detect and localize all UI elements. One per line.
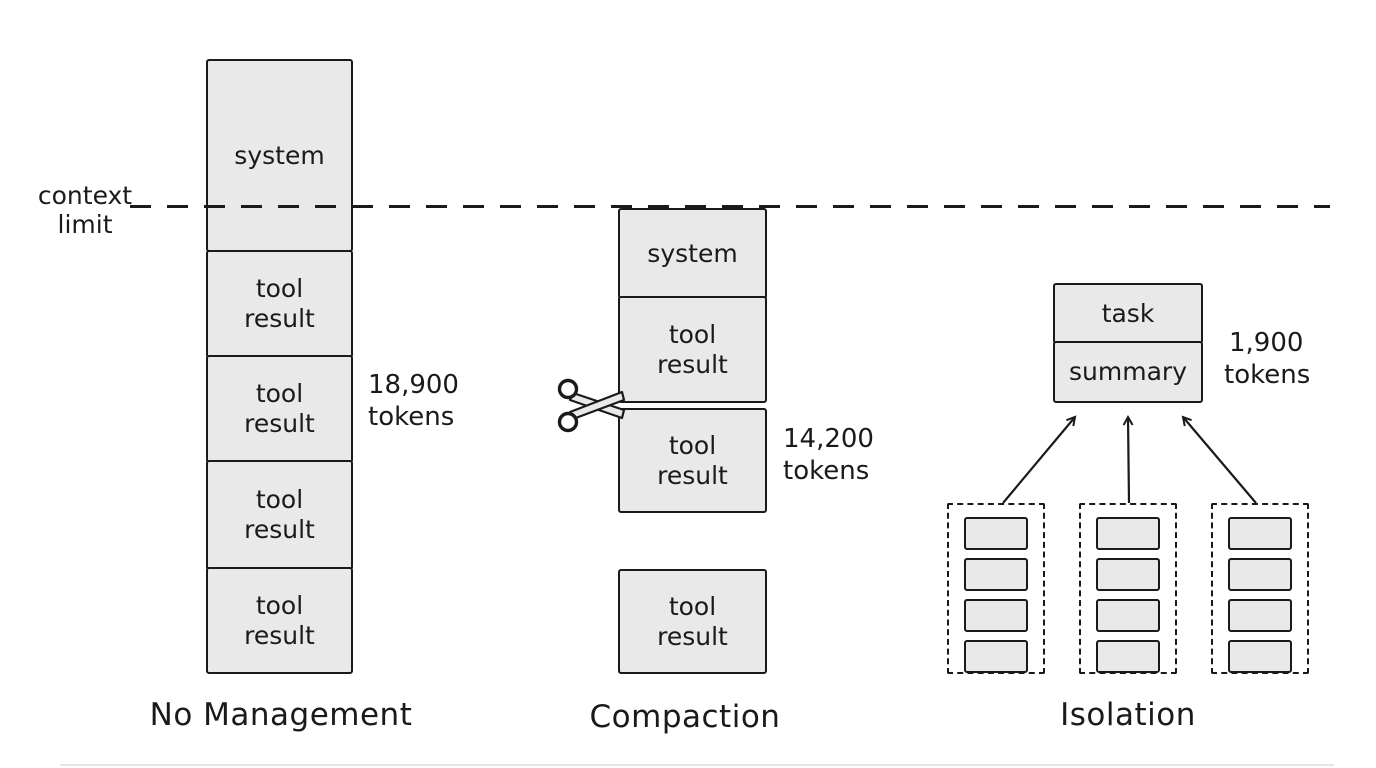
- compaction-label: Compaction: [589, 699, 781, 735]
- box-label: task: [1101, 298, 1155, 328]
- no-management-token-count: 18,900 tokens: [368, 369, 459, 433]
- context-block: [964, 517, 1028, 550]
- box-label: system: [647, 238, 738, 268]
- box-label: tool result: [657, 591, 728, 651]
- context-block: [1228, 517, 1292, 550]
- context-limit-line: [130, 205, 1330, 208]
- token-value: 14,200: [783, 424, 874, 454]
- token-value: 18,900: [368, 370, 459, 400]
- context-block: [1096, 640, 1160, 673]
- context-limit-label-line2: limit: [57, 210, 113, 239]
- token-unit: tokens: [783, 456, 870, 486]
- box-label: tool result: [244, 274, 315, 333]
- box-label: tool result: [244, 379, 315, 438]
- context-block: [1096, 558, 1160, 591]
- box-label: system: [234, 140, 325, 170]
- token-unit: tokens: [1224, 360, 1311, 390]
- subagent-context-3: [1211, 503, 1309, 674]
- isolation-summary-box: summary: [1053, 341, 1203, 403]
- no-management-tool-result-box-2: tool result: [206, 355, 353, 463]
- isolation-token-count: 1,900 tokens: [1224, 327, 1310, 391]
- box-label: tool result: [657, 430, 728, 490]
- no-management-tool-result-box-1: tool result: [206, 250, 353, 358]
- scissors-icon: [557, 378, 626, 433]
- box-label: tool result: [244, 485, 315, 544]
- box-label: summary: [1069, 357, 1187, 386]
- compaction-tool-result-box-2: tool result: [618, 408, 767, 513]
- context-limit-label-line1: context: [37, 181, 133, 210]
- context-block: [1228, 558, 1292, 591]
- context-block: [1096, 517, 1160, 550]
- bottom-edge-artifact: [60, 764, 1334, 766]
- context-limit-label: context limit: [22, 181, 148, 239]
- merge-arrows-icon: [1002, 414, 1257, 504]
- no-management-system-box: system: [206, 59, 353, 252]
- compaction-system-box: system: [618, 208, 767, 299]
- isolation-task-box: task: [1053, 283, 1203, 344]
- subagent-context-1: [947, 503, 1045, 674]
- no-management-label: No Management: [149, 697, 413, 733]
- context-block: [1228, 599, 1292, 632]
- box-label: tool result: [244, 590, 315, 650]
- compaction-detached-tool-result-box: tool result: [618, 569, 767, 674]
- compaction-tool-result-box-1: tool result: [618, 296, 767, 403]
- compaction-token-count: 14,200 tokens: [783, 423, 874, 487]
- context-block: [1228, 640, 1292, 673]
- context-block: [964, 558, 1028, 591]
- no-management-tool-result-box-3: tool result: [206, 460, 353, 570]
- box-label: tool result: [657, 319, 728, 379]
- no-management-tool-result-box-4: tool result: [206, 567, 353, 674]
- subagent-context-2: [1079, 503, 1177, 674]
- context-block: [964, 640, 1028, 673]
- token-value: 1,900: [1229, 328, 1304, 358]
- isolation-label: Isolation: [1060, 697, 1196, 733]
- token-unit: tokens: [368, 402, 455, 432]
- context-block: [1096, 599, 1160, 632]
- context-block: [964, 599, 1028, 632]
